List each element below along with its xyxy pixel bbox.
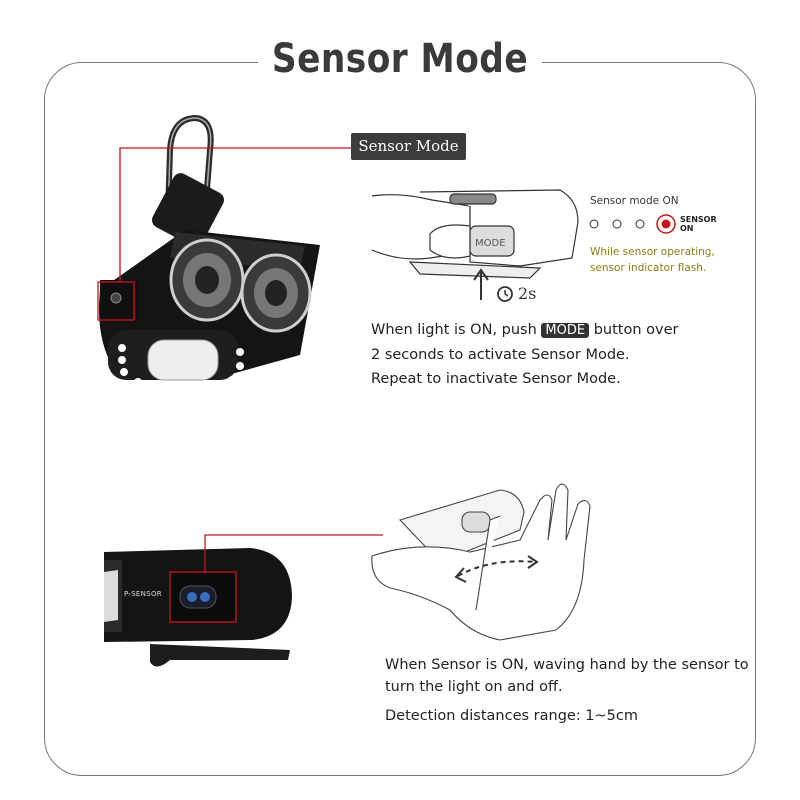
- callout-lines-bottom: [169, 534, 383, 623]
- instruction-pre: When light is ON, push: [371, 322, 537, 338]
- mode-chip: MODE: [541, 323, 590, 338]
- hand-icon: [371, 483, 591, 641]
- note-line1: While sensor operating,: [590, 246, 715, 258]
- title-gap: [258, 50, 542, 74]
- callout-lines-top: [97, 147, 351, 321]
- carabiner-icon: [152, 114, 224, 247]
- instruction-line1: When light is ON, push MODE button over: [371, 322, 679, 338]
- description-line2: turn the light on and off.: [385, 679, 563, 695]
- instruction-post: button over: [593, 322, 679, 338]
- instruction-line3: Repeat to inactivate Sensor Mode.: [371, 371, 621, 387]
- indicator-label-line1: SENSOR: [680, 215, 717, 224]
- svg-text:MODE: MODE: [475, 238, 506, 249]
- instruction-line2: 2 seconds to activate Sensor Mode.: [371, 347, 630, 363]
- sensor-mode-tag: Sensor Mode: [351, 133, 466, 160]
- p-sensor-label: P-SENSOR: [124, 590, 162, 598]
- sensor-lens-icon: [179, 585, 217, 609]
- wave-arrow: [454, 555, 539, 583]
- up-arrow-icon: [473, 268, 489, 300]
- description-line1: When Sensor is ON, waving hand by the se…: [385, 657, 749, 673]
- detection-range: Detection distances range: 1~5cm: [385, 708, 639, 724]
- page-title: Sensor Mode: [271, 36, 529, 82]
- indicator-label: SENSOR ON: [680, 215, 717, 233]
- note-line2: sensor indicator flash.: [590, 262, 707, 274]
- hand-press-illustration: MODE: [371, 189, 579, 279]
- headlamp-top-device: [99, 230, 320, 392]
- hold-time: 2s: [518, 284, 537, 303]
- status-title: Sensor mode ON: [590, 195, 679, 207]
- indicator-label-line2: ON: [680, 224, 694, 233]
- indicator-leds: [589, 214, 676, 234]
- clock-icon: [497, 286, 513, 302]
